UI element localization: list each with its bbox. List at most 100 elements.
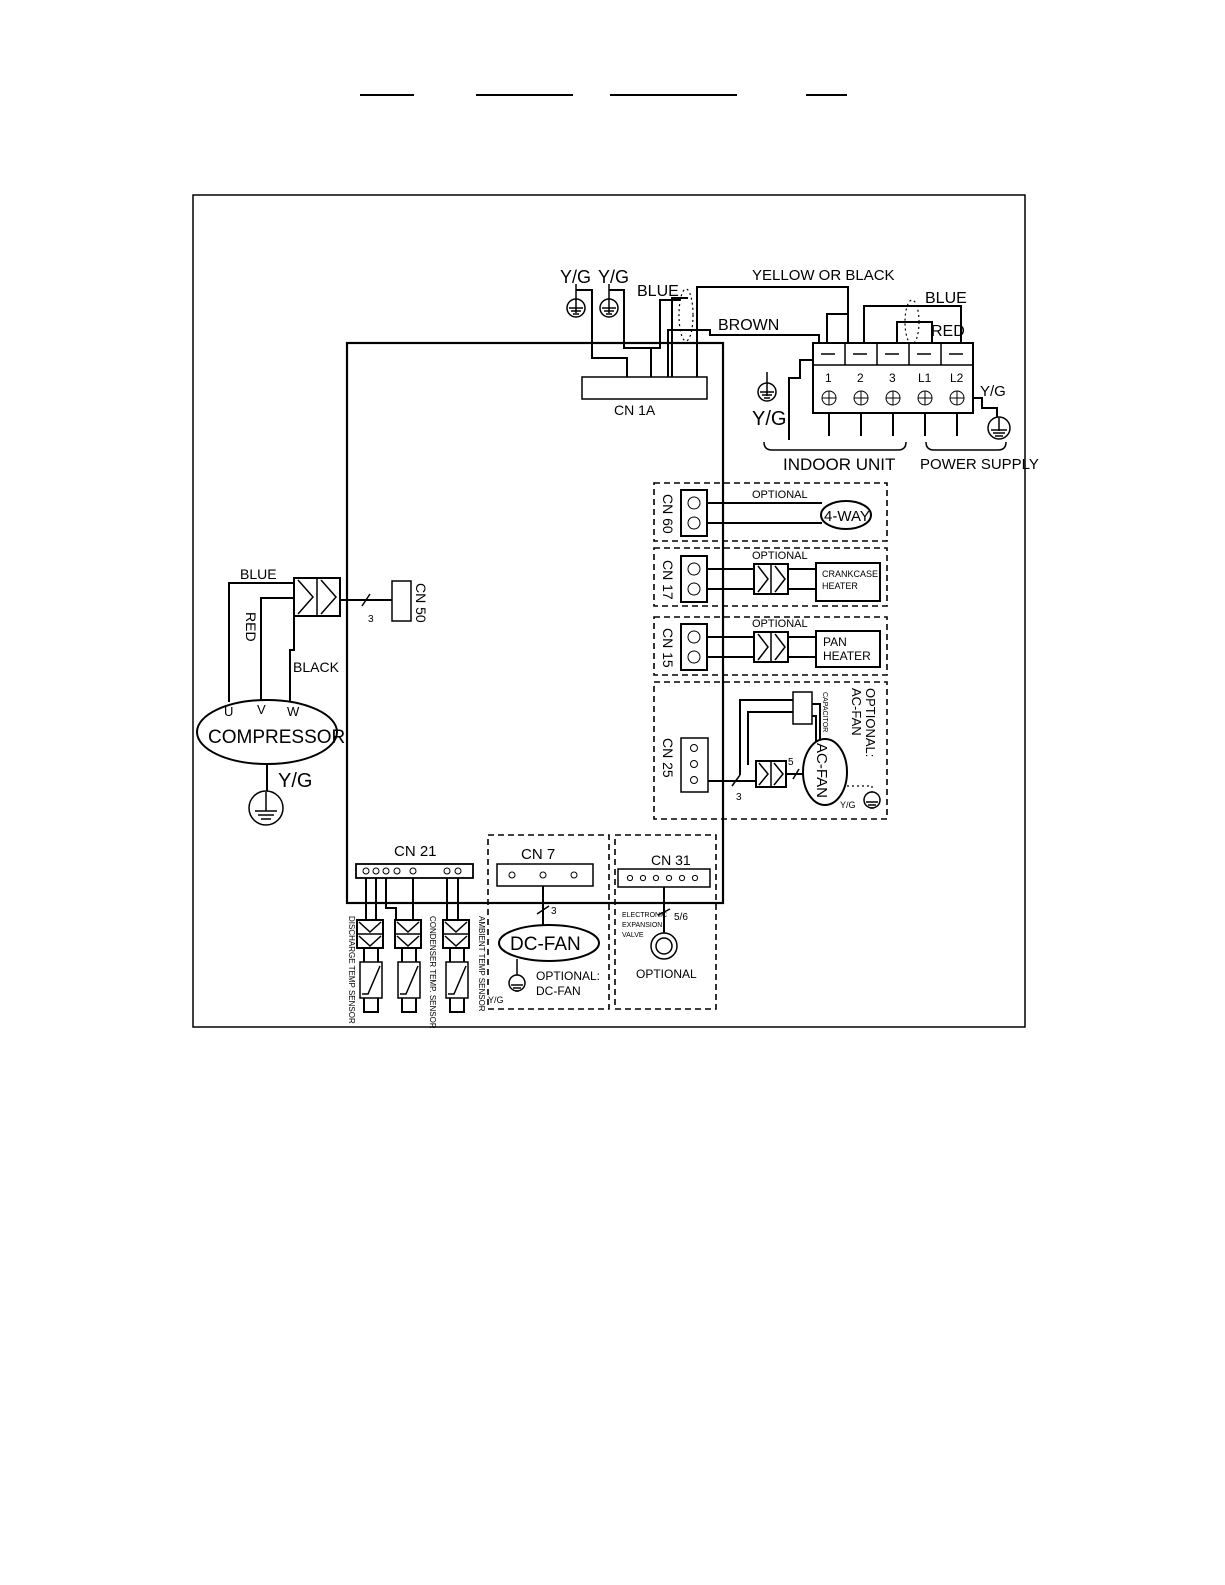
diagram-frame xyxy=(192,194,1026,1028)
plug-connector-icon xyxy=(293,577,341,617)
terminal-block: 1 2 3 L1 L2 xyxy=(812,342,974,436)
ac-fan-motor xyxy=(802,738,848,806)
sensor-label-discharge: DISCHARGE TEMP SENSOR xyxy=(347,916,356,1024)
ground-icon xyxy=(599,284,619,318)
compressor-terminal-w: W xyxy=(287,704,300,719)
cn50-body xyxy=(391,580,412,622)
cn60-module: CN 60 OPTIONAL 4-WAY xyxy=(653,482,888,542)
pan-heater-label-2: HEATER xyxy=(823,649,871,663)
cn31-module: CN 31 5/6 ELECTRONIC EXPANSION VALVE OPT… xyxy=(614,834,717,1010)
optional-acfan-label-1: OPTIONAL: xyxy=(863,688,878,757)
sensor-label-condenser: CONDENSER TEMP. SENSOR xyxy=(428,916,437,1029)
yg-label: Y/G xyxy=(560,267,591,287)
screw-terminal-icon xyxy=(917,390,933,406)
control-board xyxy=(345,341,725,905)
optional-label: OPTIONAL xyxy=(752,489,808,501)
terminal-number: L1 xyxy=(918,371,932,385)
terminal-number: L2 xyxy=(950,371,964,385)
cn15-module: CN 15 OPTIONAL PAN HEATER xyxy=(653,616,888,676)
plug-connector-icon xyxy=(394,919,422,949)
cn50-label: CN 50 xyxy=(413,583,429,623)
thermistor-icon xyxy=(359,948,383,1013)
crankcase-heater xyxy=(815,562,881,602)
ground-icon xyxy=(987,416,1011,440)
terminal-number: 3 xyxy=(889,371,896,385)
eev-label-1: ELECTRONIC xyxy=(622,912,667,919)
screw-terminal-icon xyxy=(949,390,965,406)
screw-terminal-icon xyxy=(885,390,901,406)
yg-label: Y/G xyxy=(598,267,629,287)
ground-icon xyxy=(248,790,284,826)
four-way-label: 4-WAY xyxy=(824,508,870,525)
wire-bundle-ring xyxy=(904,299,920,345)
optional-label: OPTIONAL xyxy=(752,550,808,562)
eev-label-3: VALVE xyxy=(622,932,644,939)
crankcase-label-2: HEATER xyxy=(822,581,858,591)
cn25-label: CN 25 xyxy=(660,738,676,778)
optional-dcfan-label-2: DC-FAN xyxy=(536,984,581,998)
ac-fan-label: AC-FAN xyxy=(813,743,830,798)
optional-label: OPTIONAL xyxy=(636,967,697,981)
ground-icon xyxy=(863,791,881,809)
wire-label-brown: BROWN xyxy=(718,317,779,334)
indoor-unit-label: INDOOR UNIT xyxy=(783,455,895,474)
wire-bundle-ring xyxy=(678,288,694,342)
yg-label: Y/G xyxy=(752,408,786,430)
cn25-module: CN 25 3 5 CAPACITOR AC-FAN Y/ xyxy=(653,681,888,820)
cn21-sensors: CN 21 xyxy=(347,843,486,1029)
cn1a-label: CN 1A xyxy=(614,402,656,418)
terminal-number: 2 xyxy=(857,371,864,385)
ground-icon xyxy=(757,372,777,402)
cn1a-body xyxy=(581,376,708,400)
cn31-label: CN 31 xyxy=(651,852,691,868)
cn15-label: CN 15 xyxy=(660,628,676,668)
cn21-label: CN 21 xyxy=(394,843,437,860)
cn7-module: CN 7 3 DC-FAN Y/G OPTIONAL: DC-FAN xyxy=(487,834,610,1010)
count-label: 3 xyxy=(368,614,374,625)
count-label: 5 xyxy=(788,757,794,768)
count-label: 5/6 xyxy=(674,912,688,923)
count-label: 3 xyxy=(736,792,742,803)
wire-label-red: RED xyxy=(243,612,259,642)
pan-heater xyxy=(815,630,881,668)
plug-connector-icon xyxy=(356,919,384,949)
plug-connector-icon xyxy=(753,563,789,595)
cn7-label: CN 7 xyxy=(521,846,555,863)
wire-label-yellow-black: YELLOW OR BLACK xyxy=(752,267,895,284)
cn17-module: CN 17 OPTIONAL CRANKCASE HEATER xyxy=(653,547,888,607)
dc-fan-motor xyxy=(498,924,600,962)
sensor-label-ambient: AMBIENT TEMP SENSOR xyxy=(477,916,486,1012)
capacitor xyxy=(792,691,813,725)
cn60-label: CN 60 xyxy=(660,494,676,534)
optional-label: OPTIONAL xyxy=(752,618,808,630)
terminal-number: 1 xyxy=(825,371,832,385)
capacitor-label: CAPACITOR xyxy=(821,692,828,732)
wire-label-black: BLACK xyxy=(293,659,340,675)
compressor-label: COMPRESSOR xyxy=(208,727,345,748)
indoor-unit-bracket xyxy=(763,441,907,451)
compressor-terminal-v: V xyxy=(257,702,266,717)
cn1a-connector: CN 1A xyxy=(581,376,708,418)
wire-label-blue: BLUE xyxy=(925,290,967,307)
compressor-terminal-u: U xyxy=(224,704,233,719)
cn1a-wires xyxy=(576,286,962,377)
plug-connector-icon xyxy=(753,631,789,663)
thermistor-icon xyxy=(397,948,421,1013)
four-way-valve xyxy=(820,500,872,530)
pan-heater-label-1: PAN xyxy=(823,635,847,649)
screw-terminal-icon xyxy=(821,390,837,406)
crankcase-label-1: CRANKCASE xyxy=(822,569,878,579)
yg-label: Y/G xyxy=(980,383,1006,400)
wire-label-blue: BLUE xyxy=(637,283,679,300)
ground-icon xyxy=(508,974,526,992)
compressor-section: CN 50 3 BLUE RED BLACK COMPRESSOR U V W … xyxy=(196,566,429,826)
wire-label-red: RED xyxy=(931,323,965,340)
cn17-label: CN 17 xyxy=(660,560,676,600)
eev-label-2: EXPANSION xyxy=(622,922,662,929)
yg-label: Y/G xyxy=(840,800,856,810)
yg-label: Y/G xyxy=(278,770,312,792)
wire-label-blue: BLUE xyxy=(240,566,277,582)
optional-dcfan-label-1: OPTIONAL: xyxy=(536,969,600,983)
power-supply-label: POWER SUPPLY xyxy=(920,456,1039,473)
